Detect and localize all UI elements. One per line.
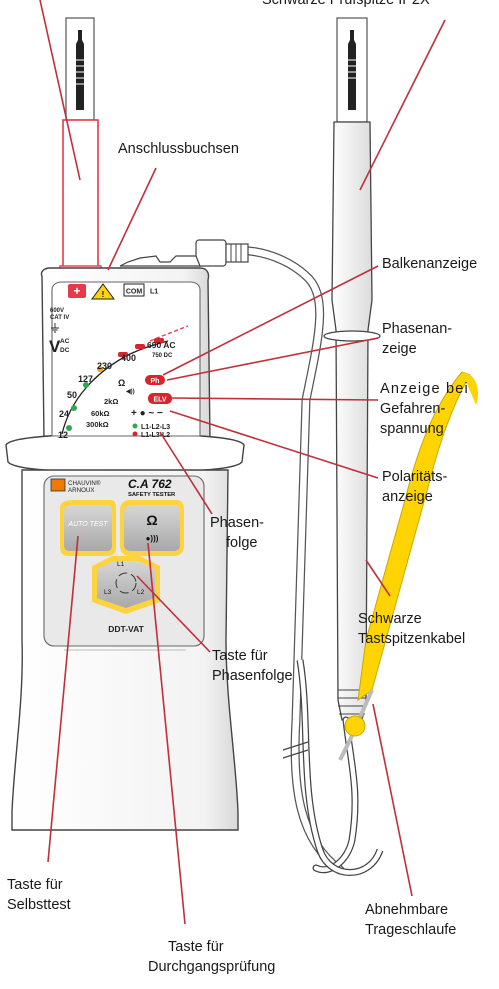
auto-test-button[interactable]: AUTO TEST — [60, 500, 116, 556]
l1-label: L1 — [150, 289, 158, 296]
rotation-l1: L1 — [117, 561, 125, 568]
red-probe-handle — [63, 120, 98, 270]
label-black-probe: Schwarze Prüfspitze IP2X — [262, 0, 430, 10]
label-strap-2: Trageschlaufe — [365, 921, 456, 940]
brand-logo-icon — [51, 479, 65, 491]
red-probe — [60, 18, 101, 274]
svg-text:!: ! — [102, 290, 105, 299]
led-400v — [135, 344, 145, 349]
seq-led-2 — [133, 432, 138, 437]
label-polarity-2: anzeige — [382, 488, 433, 507]
ohm-symbol: Ω — [118, 378, 125, 388]
phase-rotation-button-face[interactable] — [97, 561, 155, 608]
voltage-dc: DC — [60, 347, 70, 354]
continuity-buzzer-label: ●))) — [146, 534, 159, 543]
elv-label: ELV — [153, 397, 166, 404]
label-danger-display-1: Anzeige bei — [380, 380, 469, 399]
label-polarity-1: Polaritäts- — [382, 468, 447, 487]
label-phase-display-2: zeige — [382, 340, 417, 359]
label-danger-display-2: Gefahren- — [380, 400, 445, 419]
ph-label: Ph — [151, 378, 160, 385]
continuity-ohm-label: Ω — [146, 512, 157, 528]
com-label: COM — [126, 289, 143, 296]
buzzer-icon: ◀)) — [125, 388, 135, 395]
led-24v — [71, 405, 77, 411]
device-footer: DDT-VAT — [108, 624, 144, 634]
plus-terminal-symbol: + — [73, 284, 80, 298]
leader-connectors — [108, 168, 156, 270]
scale-24: 24 — [59, 409, 69, 419]
brand-line-2: ARNOUX — [68, 487, 94, 494]
socket-housing — [120, 256, 200, 266]
label-phase-display-1: Phasenan- — [382, 320, 452, 339]
seq-label-1: L1-L2-L3 — [141, 424, 170, 431]
seq-led-1 — [133, 424, 138, 429]
res-300k: 300kΩ — [86, 420, 109, 429]
rotation-l2: L2 — [137, 589, 145, 596]
scale-12: 12 — [58, 430, 68, 440]
label-phase-seq-1: Phasen- — [210, 514, 264, 533]
label-phase-button-2: Phasenfolge — [212, 667, 293, 686]
label-phase-button-1: Taste für — [212, 647, 268, 666]
scale-127: 127 — [78, 374, 93, 384]
brand-line-1: CHAUVIN® — [68, 480, 101, 487]
polarity-symbols: + ● ~ − — [131, 408, 163, 419]
auto-test-button-face[interactable] — [64, 505, 112, 551]
continuity-button[interactable]: Ω ●))) — [120, 500, 184, 556]
cat-rating-1: 600V — [50, 308, 64, 314]
label-danger-display-3: spannung — [380, 420, 444, 439]
label-phase-seq-2: folge — [226, 534, 257, 553]
scale-690: 690 AC — [147, 340, 176, 350]
label-self-test-2: Selbsttest — [7, 896, 71, 915]
voltage-ac: AC — [60, 338, 70, 345]
model-subtitle: SAFETY TESTER — [128, 492, 176, 498]
scale-230: 230 — [97, 361, 112, 371]
strap-clip — [345, 716, 365, 736]
display-panel: + ! COM L1 600V CAT IV V AC DC 12 24 50 … — [49, 282, 200, 440]
label-continuity-1: Taste für — [168, 938, 224, 957]
label-bar-display: Balkenanzeige — [382, 255, 477, 274]
seq-label-2: L1-L3-L2 — [141, 432, 170, 439]
label-black-cable-1: Schwarze — [358, 610, 422, 629]
res-60k: 60kΩ — [91, 409, 110, 418]
cat-rating-2: CAT IV — [50, 315, 69, 321]
scale-750: 750 DC — [152, 353, 173, 359]
scale-50: 50 — [67, 390, 77, 400]
label-black-cable-2: Tastspitzenkabel — [358, 630, 465, 649]
cable-connector-sleeve — [226, 244, 248, 262]
scale-400: 400 — [121, 353, 136, 363]
label-continuity-2: Durchgangsprüfung — [148, 958, 275, 977]
label-strap-1: Abnehmbare — [365, 901, 448, 920]
leader-strap — [373, 704, 412, 896]
model-name: C.A 762 — [128, 477, 172, 491]
leader-black-probe — [360, 20, 445, 190]
res-2k: 2kΩ — [104, 397, 118, 406]
rotation-l3: L3 — [104, 589, 112, 596]
auto-test-label: AUTO TEST — [67, 521, 108, 528]
cable-connector-boot — [196, 240, 226, 266]
label-connectors: Anschlussbuchsen — [118, 140, 239, 159]
device-collar — [6, 434, 244, 472]
black-probe-tip — [348, 30, 356, 110]
label-self-test-1: Taste für — [7, 876, 63, 895]
red-probe-tip — [76, 30, 84, 110]
